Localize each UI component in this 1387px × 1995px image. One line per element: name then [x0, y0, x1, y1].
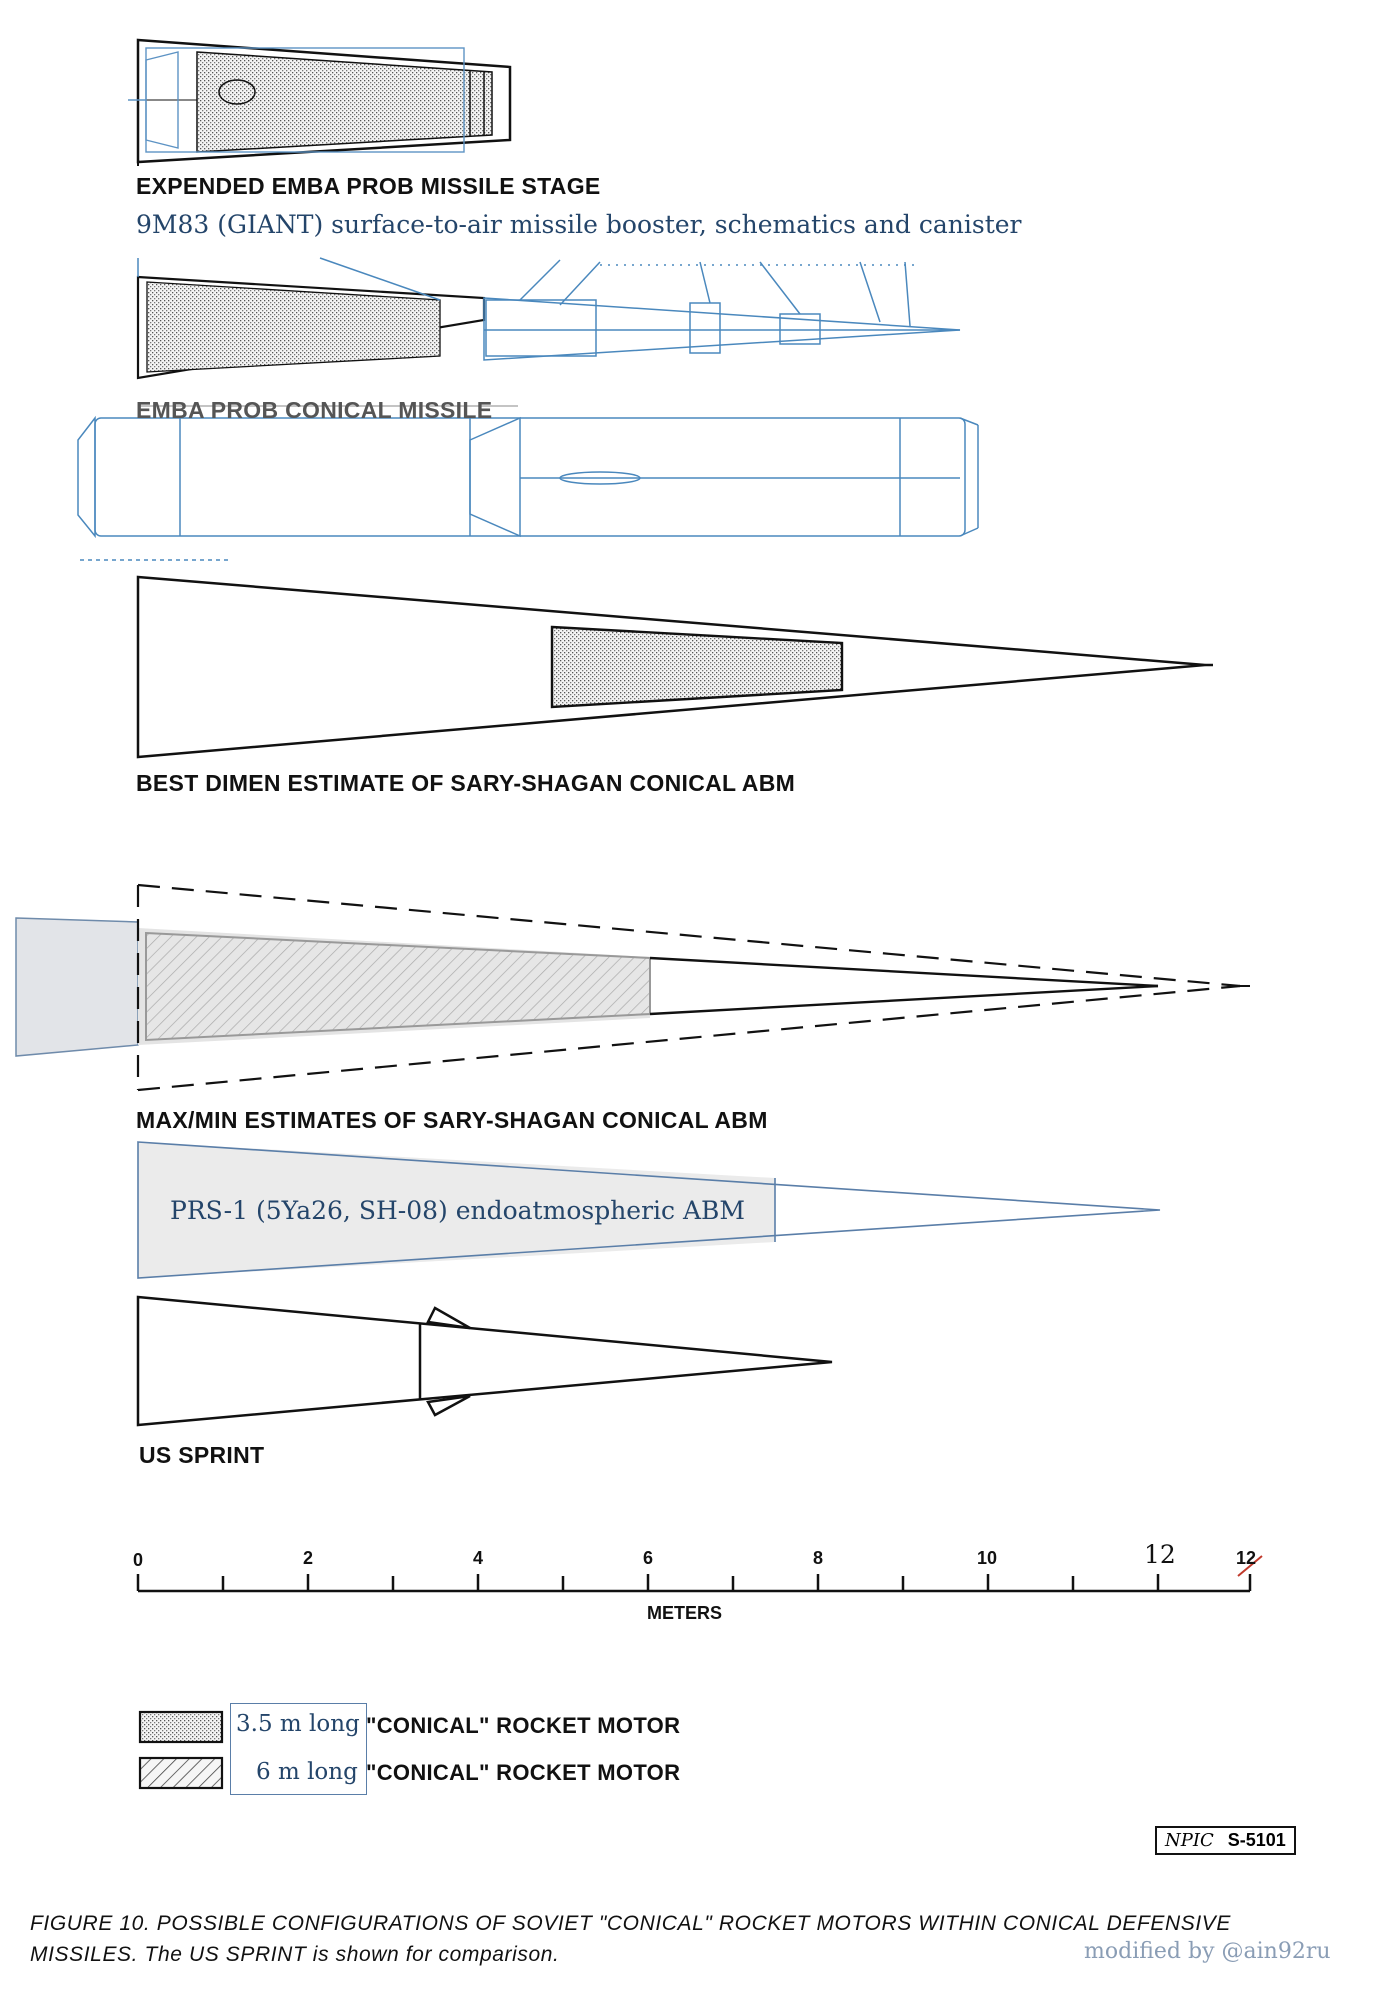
npic-code: S-5101	[1227, 1830, 1286, 1850]
us-sprint-drawing	[136, 1295, 833, 1427]
giant-booster-schematic	[136, 257, 961, 380]
best-estimate-label: BEST DIMEN ESTIMATE OF SARY-SHAGAN CONIC…	[136, 770, 796, 796]
npic-stamp: NPIC S-5101	[1155, 1826, 1296, 1855]
maxmin-cone	[15, 883, 1250, 1092]
maxmin-estimate-label: MAX/MIN ESTIMATES OF SARY-SHAGAN CONICAL…	[136, 1107, 768, 1133]
legend-swatch-hatch	[138, 1756, 224, 1790]
prs1-cone	[137, 1141, 1161, 1279]
meter-scale	[136, 1574, 1252, 1593]
prs1-label: PRS-1 (5Ya26, SH-08) endoatmospheric ABM	[170, 1196, 746, 1225]
conical-missile-label: EMBA PROB CONICAL MISSILE	[136, 397, 493, 423]
best-estimate-cone	[136, 575, 1213, 759]
expended-stage-label: EXPENDED EMBA PROB MISSILE STAGE	[136, 173, 601, 199]
red-strike-mark	[1237, 1555, 1263, 1577]
scale-tick-10: 10	[977, 1548, 998, 1568]
legend-swatch-stipple	[138, 1710, 224, 1744]
scale-tick-4: 4	[473, 1548, 484, 1568]
us-sprint-label: US SPRINT	[139, 1442, 265, 1468]
scale-tick-12-handwritten: 12	[1144, 1540, 1176, 1569]
legend-length-stipple: 3.5 m long	[236, 1711, 360, 1737]
scale-tick-12-struck: 12	[1236, 1548, 1257, 1568]
giant-canister-overlay	[128, 47, 465, 153]
scale-tick-2: 2	[303, 1548, 314, 1568]
figure-caption-line2: MISSILES. The US SPRINT is shown for com…	[30, 1943, 560, 1966]
scale-unit-label: METERS	[647, 1603, 723, 1623]
giant-note-label: 9M83 (GIANT) surface-to-air missile boos…	[136, 210, 1022, 239]
legend-length-box	[230, 1703, 367, 1795]
legend-label-stipple: "CONICAL" ROCKET MOTOR	[366, 1713, 681, 1738]
giant-canister-schematic	[77, 415, 979, 561]
credit-label: modified by @ain92ru	[1084, 1939, 1331, 1964]
npic-agency: NPIC	[1165, 1830, 1214, 1851]
scale-tick-0: 0	[133, 1550, 144, 1570]
scale-tick-6: 6	[643, 1548, 654, 1568]
scale-tick-8: 8	[813, 1548, 824, 1568]
legend-length-hatch: 6 m long	[256, 1759, 358, 1785]
legend-label-hatch: "CONICAL" ROCKET MOTOR	[366, 1760, 681, 1785]
expended-stage-drawing	[136, 38, 512, 166]
figure-caption-line1: FIGURE 10. POSSIBLE CONFIGURATIONS OF SO…	[30, 1912, 1231, 1935]
